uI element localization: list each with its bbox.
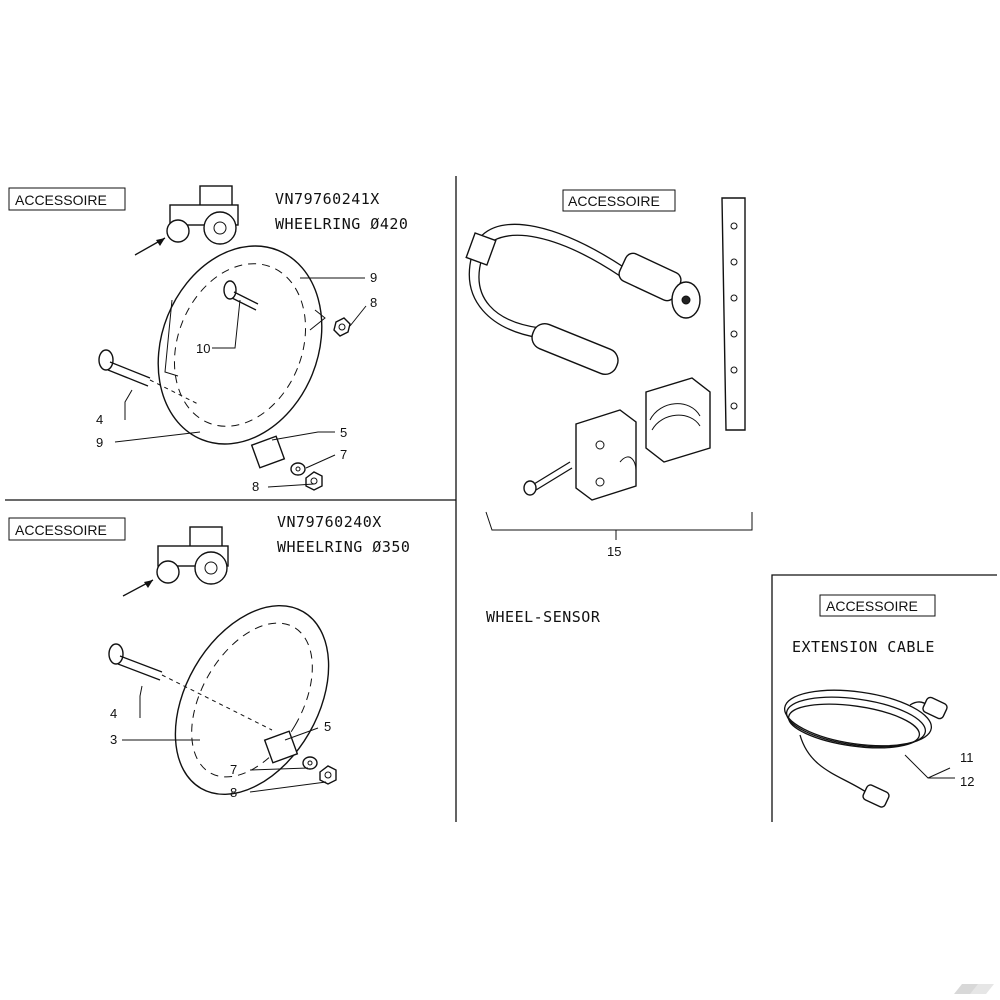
callout-label: 15 bbox=[607, 544, 621, 559]
nut-icon bbox=[319, 765, 337, 785]
callout-leaders bbox=[114, 277, 367, 488]
accessoire-badge bbox=[8, 187, 126, 211]
callout-leaders bbox=[122, 685, 327, 793]
accessoire-badge-label: ACCESSOIRE bbox=[826, 598, 918, 614]
part-title: WHEELRING Ø420 bbox=[275, 215, 408, 233]
wheel-ring-icon bbox=[157, 245, 326, 445]
section-caption: WHEEL-SENSOR bbox=[486, 608, 601, 626]
sensor-icon bbox=[531, 252, 701, 375]
brand-logo-icon bbox=[954, 984, 994, 994]
wheel-ring-icon bbox=[174, 605, 330, 795]
callout-label: 5 bbox=[340, 425, 347, 440]
accessoire-badge-label: ACCESSOIRE bbox=[15, 192, 107, 208]
panel-wheelring-350: ACCESSOIRE VN79760240X WHEELRING Ø350 bbox=[8, 513, 410, 800]
spacer-icon bbox=[250, 435, 286, 469]
group-bracket bbox=[485, 511, 753, 531]
mounting-strip-icon bbox=[721, 197, 746, 431]
panel-wheelring-420: ACCESSOIRE VN79760241X WHEELRING Ø420 bbox=[8, 185, 408, 494]
bolt-icon bbox=[108, 643, 273, 731]
connector-icon bbox=[862, 696, 948, 808]
tractor-icon bbox=[122, 526, 229, 597]
part-code: VN79760241X bbox=[275, 190, 380, 208]
accessoire-badge-label: ACCESSOIRE bbox=[568, 193, 660, 209]
panel-dividers bbox=[5, 176, 997, 822]
part-code: VN79760240X bbox=[277, 513, 382, 531]
callout-label: 4 bbox=[96, 412, 103, 427]
clamp-block-icon bbox=[645, 377, 711, 463]
part-title: EXTENSION CABLE bbox=[792, 638, 935, 656]
callout-label: 3 bbox=[110, 732, 117, 747]
part-title: WHEELRING Ø350 bbox=[277, 538, 410, 556]
callout-label: 4 bbox=[110, 706, 117, 721]
panel-wheel-sensor: ACCESSOIRE bbox=[465, 189, 753, 626]
callout-label: 8 bbox=[252, 479, 259, 494]
callout-label: 9 bbox=[96, 435, 103, 450]
accessoire-badge-label: ACCESSOIRE bbox=[15, 522, 107, 538]
bolt-icon bbox=[223, 280, 259, 311]
panel-extension-cable: ACCESSOIRE EXTENSION CABLE 11 12 bbox=[783, 594, 974, 808]
callout-label: 7 bbox=[230, 762, 237, 777]
cable-icon bbox=[465, 223, 626, 339]
washer-icon bbox=[302, 756, 318, 770]
tractor-icon bbox=[134, 185, 239, 256]
accessoire-badge bbox=[562, 189, 676, 212]
nut-icon bbox=[333, 317, 351, 337]
clamp-block-icon bbox=[575, 409, 637, 501]
spacer-icon bbox=[263, 730, 299, 764]
washer-icon bbox=[290, 462, 306, 476]
callout-label: 7 bbox=[340, 447, 347, 462]
bolt-icon bbox=[98, 349, 201, 406]
callout-label: 8 bbox=[230, 785, 237, 800]
callout-label: 11 bbox=[960, 750, 974, 765]
callout-label: 5 bbox=[324, 719, 331, 734]
cable-icon bbox=[783, 689, 933, 793]
callout-leaders bbox=[904, 754, 955, 779]
accessoire-badge bbox=[819, 594, 936, 617]
callout-label: 10 bbox=[196, 341, 210, 356]
accessoire-badge bbox=[8, 517, 126, 541]
callout-label: 8 bbox=[370, 295, 377, 310]
callout-label: 9 bbox=[370, 270, 377, 285]
callout-label: 12 bbox=[960, 774, 974, 789]
bolt-icon bbox=[523, 461, 573, 496]
nut-icon bbox=[305, 471, 323, 491]
